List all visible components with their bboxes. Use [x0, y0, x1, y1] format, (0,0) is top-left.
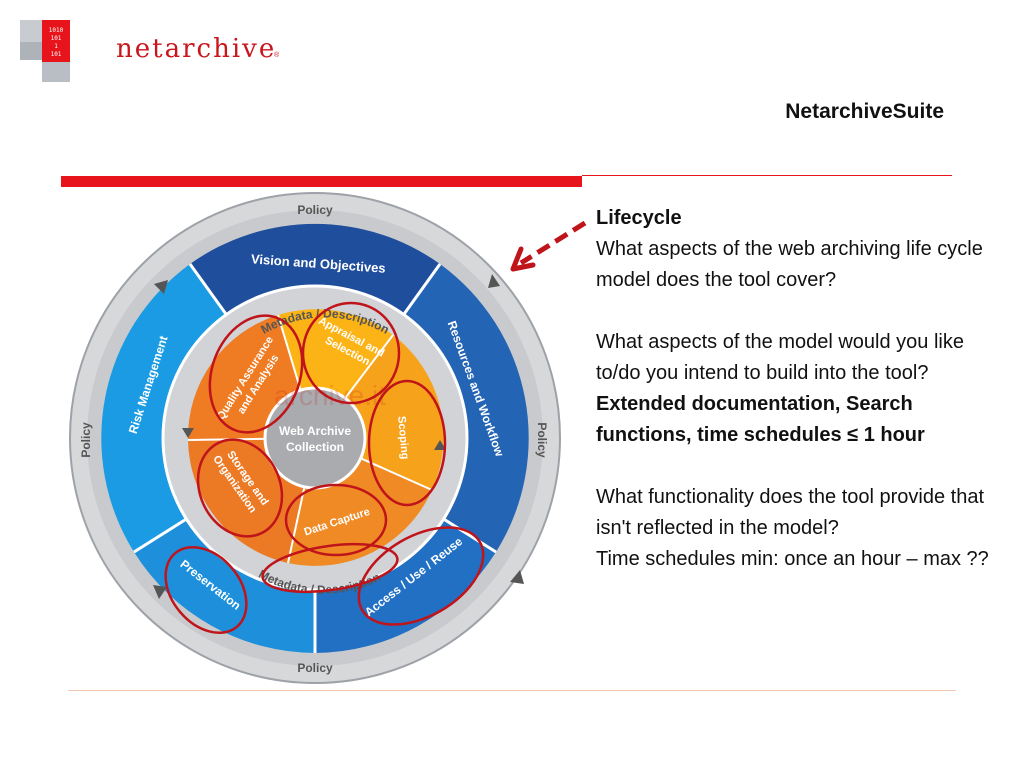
logo-block-gray-2	[20, 42, 42, 60]
center-label-1: Web Archive	[279, 424, 351, 438]
answer-3: Time schedules min: once an hour – max ?…	[596, 548, 989, 570]
svg-text:1: 1	[54, 43, 58, 50]
annotation-ellipses	[164, 301, 485, 635]
arrow-icon	[154, 280, 168, 294]
question-1: What aspects of the web archiving life c…	[596, 238, 983, 291]
lifecycle-heading: Lifecycle	[596, 207, 682, 229]
arrow-icon	[153, 585, 167, 599]
center-label-2: Collection	[286, 440, 344, 454]
slide-title: NetarchiveSuite	[785, 100, 944, 123]
answer-2: Extended documentation, Search functions…	[596, 393, 925, 446]
pointer-arrow-icon	[510, 220, 587, 272]
policy-label-top: Policy	[297, 203, 333, 217]
annotation-appraisal	[301, 301, 401, 405]
arrow-icon	[488, 274, 500, 288]
svg-text:1010: 1010	[49, 27, 64, 34]
footer-divider	[68, 690, 956, 691]
lifecycle-diagram: Policy Policy Policy Policy Vision and O…	[69, 192, 561, 684]
title-divider-thin	[582, 175, 952, 176]
logo-block-gray-3	[42, 62, 70, 82]
lifecycle-text: Lifecycle What aspects of the web archiv…	[596, 203, 1006, 575]
archive-it-watermark: archive.it	[274, 380, 386, 411]
ring-arrows	[153, 274, 524, 599]
logo-block-gray-1	[20, 20, 42, 42]
registered-mark: ®	[274, 52, 280, 59]
label-scoping: Scoping	[395, 416, 411, 460]
svg-text:101: 101	[51, 35, 62, 42]
logo-block-red	[42, 20, 70, 62]
annotation-metadata-bottom	[261, 542, 399, 594]
arrow-icon	[510, 570, 524, 584]
svg-text:101: 101	[51, 51, 62, 58]
policy-label-bottom: Policy	[297, 661, 333, 675]
annotation-capture	[284, 483, 388, 557]
arrow-icon	[182, 428, 194, 438]
annotation-access	[357, 526, 485, 626]
question-2: What aspects of the model would you like…	[596, 331, 964, 384]
annotation-scoping	[367, 379, 447, 507]
annotation-storage	[196, 438, 284, 538]
question-3: What functionality does the tool provide…	[596, 486, 985, 539]
annotation-preservation	[164, 545, 248, 635]
policy-label-right: Policy	[535, 422, 549, 458]
netarchive-logo-text: netarchive	[116, 34, 277, 64]
arrow-icon	[434, 440, 446, 450]
annotation-quality	[208, 314, 304, 434]
netarchive-logo-mark: 1010 101 1 101	[20, 20, 70, 82]
policy-label-left: Policy	[79, 422, 93, 458]
title-divider-red	[61, 176, 582, 187]
